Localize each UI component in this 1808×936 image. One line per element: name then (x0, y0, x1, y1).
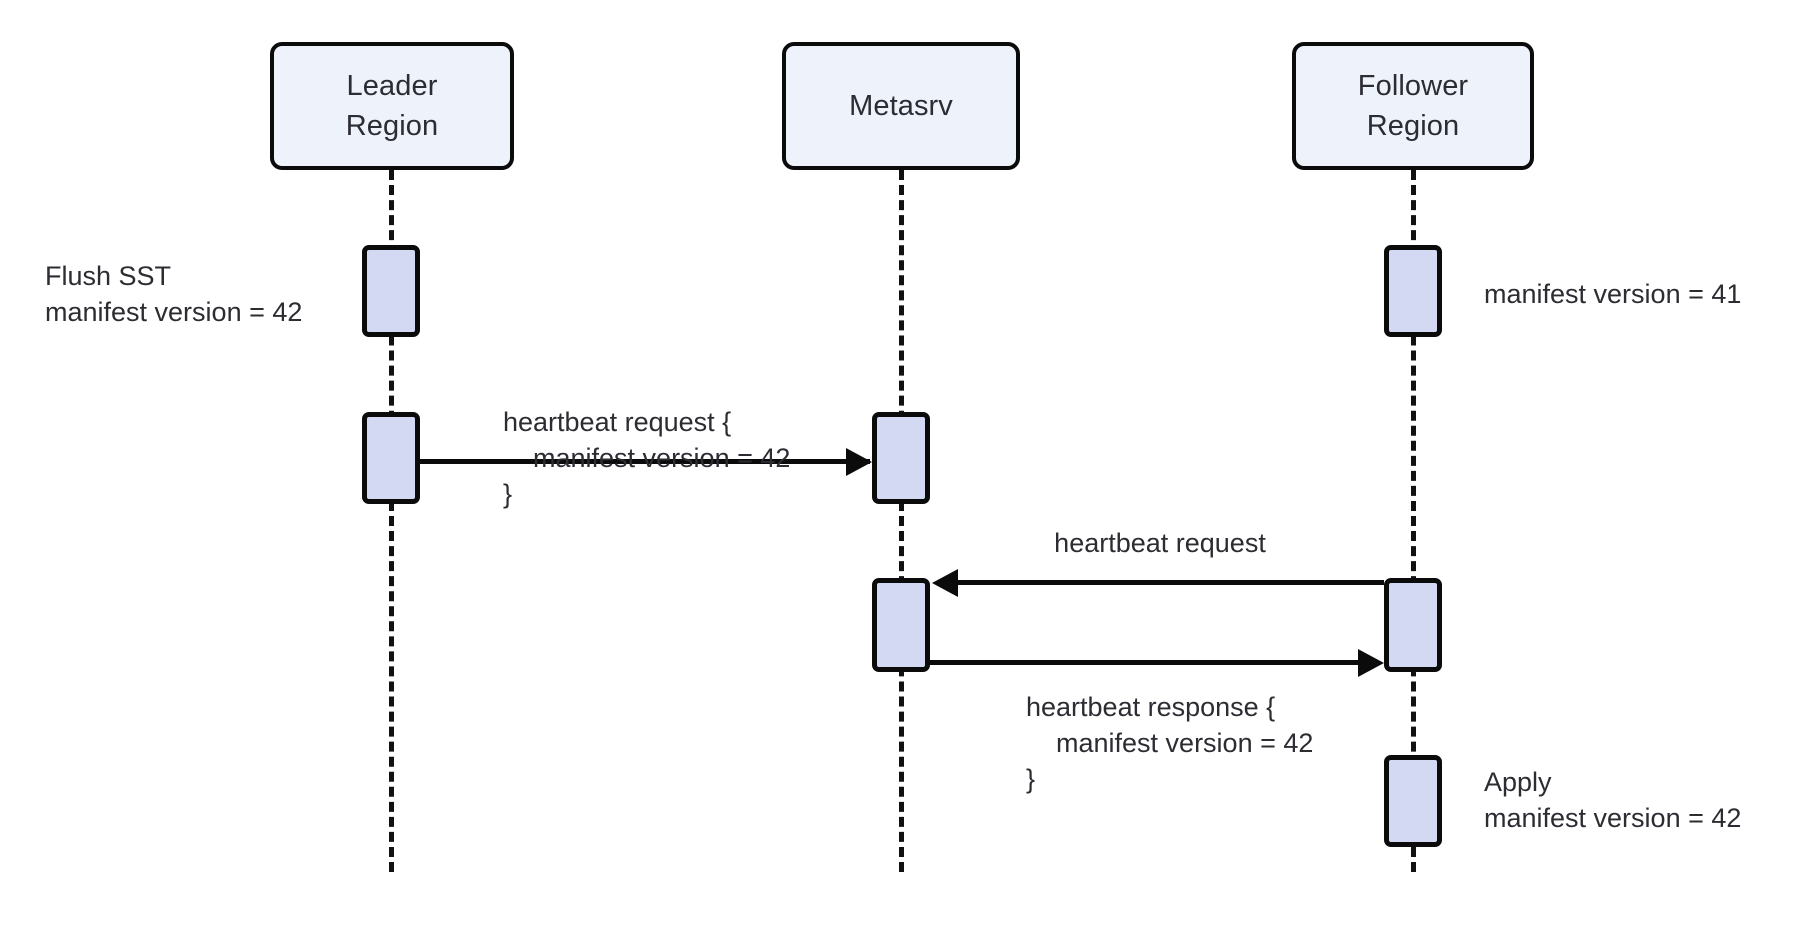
activation-leader-heartbeat (362, 412, 420, 504)
activation-metasrv-leader-heartbeat (872, 412, 930, 504)
note-follower-manifest-version: manifest version = 41 (1484, 279, 1742, 309)
activation-follower-heartbeat (1384, 578, 1442, 672)
note-apply-manifest-version: Apply manifest version = 42 (1484, 767, 1742, 833)
lifeline-metasrv (899, 170, 904, 872)
message-arrowhead-leader-to-metasrv (846, 448, 872, 476)
activation-follower-apply (1384, 755, 1442, 847)
activation-follower-initial (1384, 245, 1442, 337)
note-flush-sst: Flush SST manifest version = 42 (45, 261, 303, 327)
message-label-metasrv-to-follower: heartbeat response { manifest version = … (1026, 692, 1314, 795)
participant-follower-region-label: Follower Region (1357, 69, 1469, 142)
activation-metasrv-follower-heartbeat (872, 578, 930, 672)
participant-leader-region-label: Leader Region (345, 69, 439, 142)
participant-metasrv-label: Metasrv (849, 89, 953, 122)
lifeline-leader-region (389, 170, 394, 872)
message-arrowhead-follower-to-metasrv (932, 569, 958, 597)
message-line-leader-to-metasrv (420, 459, 870, 464)
lifeline-follower-region (1411, 170, 1416, 872)
message-arrowhead-metasrv-to-follower (1358, 649, 1384, 677)
participant-follower-region[interactable]: Follower Region (1292, 42, 1534, 170)
message-line-metasrv-to-follower (930, 660, 1366, 665)
message-line-follower-to-metasrv (950, 580, 1384, 585)
message-label-leader-to-metasrv: heartbeat request { manifest version = 4… (503, 407, 791, 510)
message-label-follower-to-metasrv: heartbeat request (1054, 528, 1266, 558)
participant-metasrv[interactable]: Metasrv (782, 42, 1020, 170)
activation-leader-flush (362, 245, 420, 337)
participant-leader-region[interactable]: Leader Region (270, 42, 514, 170)
